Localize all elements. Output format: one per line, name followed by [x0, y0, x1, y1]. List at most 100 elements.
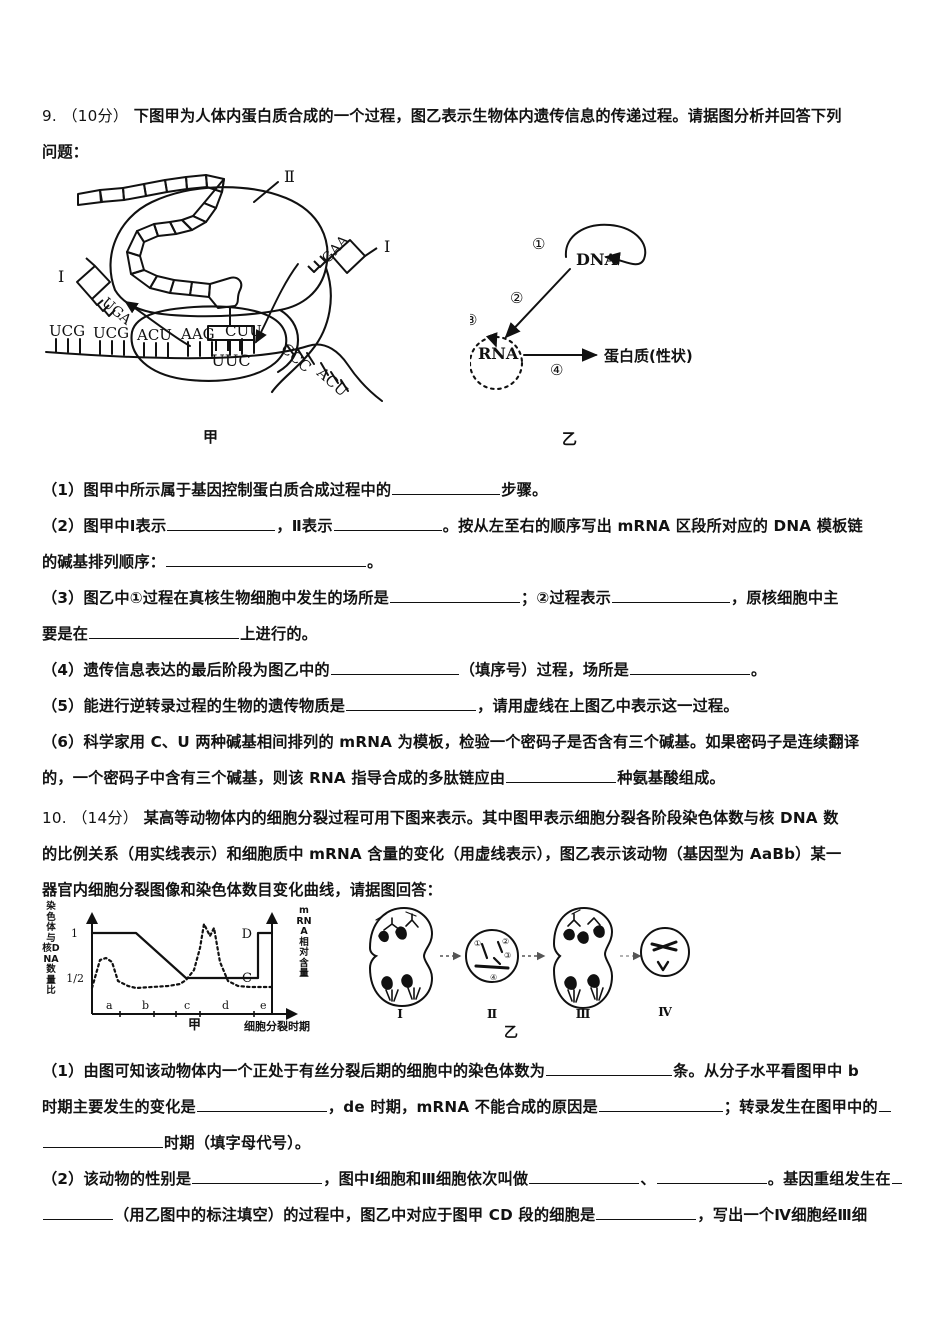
answer-blank[interactable]: [333, 515, 442, 531]
chart-x-axis-label: 细胞分裂时期: [244, 1020, 310, 1033]
figure-9-jia: UUC UGA Ⅰ GAA Ⅰ Ⅱ: [40, 160, 460, 420]
q9-part-2-line-2: 的碱基排列顺序： 。: [42, 544, 914, 580]
chart-xtick-d: d: [222, 999, 229, 1012]
answer-blank[interactable]: [389, 587, 520, 603]
q9-p4-t1: 遗传信息表达的最后阶段为图乙中的: [83, 661, 330, 679]
roman-label-top: Ⅱ: [284, 167, 295, 186]
q9-p2-t3: 。按从左至右的顺序写出 mRNA 区段所对应的 DNA 模板链: [442, 517, 863, 535]
answer-blank[interactable]: [656, 1168, 767, 1184]
figure-9-yi-drawing: ① DNA ② ③ RNA ④ 蛋白质(性状): [470, 223, 693, 391]
question-10-stem-line-2: 的比例关系（用实线表示）和细胞质中 mRNA 含量的变化（用虚线表示），图乙表示…: [42, 845, 842, 863]
answer-blank[interactable]: [346, 695, 477, 711]
q10-p1-t2: 条。从分子水平看图甲中 b: [673, 1062, 859, 1080]
mrna-codon-5: CUU: [225, 322, 262, 340]
chart-xtick-c: c: [184, 999, 190, 1012]
question-10-parts: （1）由图可知该动物体内一个正处于有丝分裂后期的细胞中的染色体数为条。从分子水平…: [42, 1053, 914, 1233]
question-10-stem-text: 某高等动物体内的细胞分裂过程可用下图来表示。其中图甲表示细胞分裂各阶段染色体数与…: [143, 809, 839, 827]
chart-xtick-b: b: [142, 999, 149, 1012]
answer-blank[interactable]: [546, 1060, 673, 1076]
question-9-stem: 9. （10分） 下图甲为人体内蛋白质合成的一个过程，图乙表示生物体内遗传信息的…: [42, 98, 914, 170]
q9-p4-t3: 。: [751, 661, 767, 679]
answer-blank[interactable]: [529, 1168, 640, 1184]
q9-part-3-line-1: （3）图乙中①过程在真核生物细胞中发生的场所是；②过程表示，原核细胞中主: [42, 580, 914, 616]
q9-part-1: （1）图甲中所示属于基因控制蛋白质合成过程中的步骤。: [42, 472, 914, 508]
chart-y2-axis-label: mRNA相对含量: [296, 905, 312, 979]
cell2-mark-2: ②: [502, 937, 509, 946]
answer-blank[interactable]: [330, 659, 459, 675]
mrna-codon-2: UCG: [93, 324, 129, 342]
q9-part-5-label: （5）: [42, 697, 84, 715]
chart-ytick-2: 1/2: [66, 972, 84, 985]
question-9-number: 9.: [42, 107, 57, 125]
node-protein-label: 蛋白质(性状): [604, 347, 693, 365]
mrna-codon-3: ACU: [136, 326, 172, 344]
q9-part-2-label: （2）: [42, 517, 84, 535]
q10-p1-t1: 由图可知该动物体内一个正处于有丝分裂后期的细胞中的染色体数为: [83, 1062, 546, 1080]
answer-blank[interactable]: [598, 1096, 723, 1112]
q9-p3-t1: 图乙中①过程在真核生物细胞中发生的场所是: [83, 589, 389, 607]
q9-p3-t4: 要是在: [42, 625, 89, 643]
q9-part-5: （5）能进行逆转录过程的生物的遗传物质是，请用虚线在上图乙中表示这一过程。: [42, 688, 914, 724]
answer-blank[interactable]: [596, 1204, 697, 1220]
answer-blank[interactable]: [43, 1132, 163, 1148]
answer-blank[interactable]: [630, 659, 751, 675]
q9-p2-t5: 。: [367, 553, 383, 571]
roman-label-right: Ⅰ: [384, 237, 390, 256]
cell-label-1: Ⅰ: [397, 1007, 403, 1020]
question-9-stem-text: 下图甲为人体内蛋白质合成的一个过程，图乙表示生物体内遗传信息的传递过程。请据图分…: [133, 107, 842, 125]
q9-part-3-label: （3）: [42, 589, 84, 607]
cell-label-3: Ⅲ: [576, 1007, 591, 1020]
answer-blank[interactable]: [89, 623, 240, 639]
q9-p1-t1: 图甲中所示属于基因控制蛋白质合成过程中的: [83, 481, 392, 499]
q10-p1-t5: ；转录发生在图甲中的: [723, 1098, 878, 1116]
answer-blank[interactable]: [43, 1204, 113, 1220]
answer-blank[interactable]: [611, 587, 730, 603]
question-10-stem-line-3: 器官内细胞分裂图像和染色体数目变化曲线，请据图回答：: [42, 881, 443, 899]
answer-blank[interactable]: [392, 479, 501, 495]
figure-10-jia-caption: 甲: [188, 1018, 202, 1033]
cell-label-2: Ⅱ: [487, 1007, 497, 1020]
q9-p2-t4: 的碱基排列顺序：: [42, 553, 166, 571]
answer-blank[interactable]: [891, 1168, 902, 1184]
q9-p6-t1: 科学家用 C、U 两种碱基相间排列的 mRNA 为模板，检验一个密码子是否含有三…: [83, 733, 860, 751]
q9-p6-t3: 种氨基酸组成。: [617, 769, 725, 787]
cell2-mark-3: ③: [504, 951, 511, 960]
question-10-stem-line-1: 10. （14分） 某高等动物体内的细胞分裂过程可用下图来表示。其中图甲表示细胞…: [42, 800, 914, 836]
q10-p2-t4: 。基因重组发生在: [767, 1170, 891, 1188]
q9-p2-t2: ，Ⅱ表示: [276, 517, 333, 535]
answer-blank[interactable]: [192, 1168, 323, 1184]
q9-p5-t2: ，请用虚线在上图乙中表示这一过程。: [477, 697, 739, 715]
chart-ytick-1: 1: [71, 927, 78, 940]
answer-blank[interactable]: [878, 1096, 891, 1112]
figure-9-jia-drawing: UUC UGA Ⅰ GAA Ⅰ Ⅱ: [45, 167, 390, 402]
q10-p2-t1: 该动物的性别是: [83, 1170, 192, 1188]
mrna-codon-7: ACU: [313, 363, 352, 400]
process-label-3: ③: [470, 311, 477, 329]
q10-part-1-line-3: 时期（填字母代号）。: [42, 1125, 914, 1161]
mrna-codon-1: UCG: [49, 322, 85, 340]
cell-label-4: Ⅳ: [658, 1005, 672, 1019]
q10-part-2-line-2: （用乙图中的标注填空）的过程中，图乙中对应于图甲 CD 段的细胞是，写出一个Ⅳ细…: [42, 1197, 914, 1233]
figure-9-jia-caption: 甲: [203, 428, 219, 446]
answer-blank[interactable]: [167, 515, 276, 531]
q9-part-3-line-2: 要是在上进行的。: [42, 616, 914, 652]
q9-p6-t2: 的，一个密码子中含有三个碱基，则该 RNA 指导合成的多肽链应由: [42, 769, 506, 787]
q10-part-2-line-1: （2）该动物的性别是，图中Ⅰ细胞和Ⅲ细胞依次叫做、。基因重组发生在: [42, 1161, 914, 1197]
chart-y-axis-label: 染色体与核DNA数量比: [42, 901, 60, 996]
mrna-codon-4: AAG: [180, 325, 215, 343]
figure-10-jia-chart: 1 1/2 C D a b c d e 染色体与核DNA数量比: [42, 901, 364, 1033]
chart-point-label-c: C: [242, 971, 252, 986]
q9-part-2-line-1: （2）图甲中Ⅰ表示，Ⅱ表示。按从左至右的顺序写出 mRNA 区段所对应的 DNA…: [42, 508, 914, 544]
q10-p2-t6: ，写出一个Ⅳ细胞经Ⅲ细: [697, 1206, 868, 1224]
answer-blank[interactable]: [166, 551, 367, 567]
answer-blank[interactable]: [196, 1096, 327, 1112]
question-10-number: 10.: [42, 809, 67, 827]
figure-9-yi: ① DNA ② ③ RNA ④ 蛋白质(性状): [470, 215, 790, 415]
question-10-marks: （14分）: [72, 809, 139, 827]
q10-p1-t4: ，de 时期，mRNA 不能合成的原因是: [327, 1098, 598, 1116]
q9-p1-t2: 步骤。: [501, 481, 548, 499]
q10-p1-t6: 时期（填字母代号）。: [164, 1134, 311, 1152]
answer-blank[interactable]: [506, 767, 617, 783]
chart-svg: 1 1/2 C D a b c d e: [66, 912, 298, 1020]
